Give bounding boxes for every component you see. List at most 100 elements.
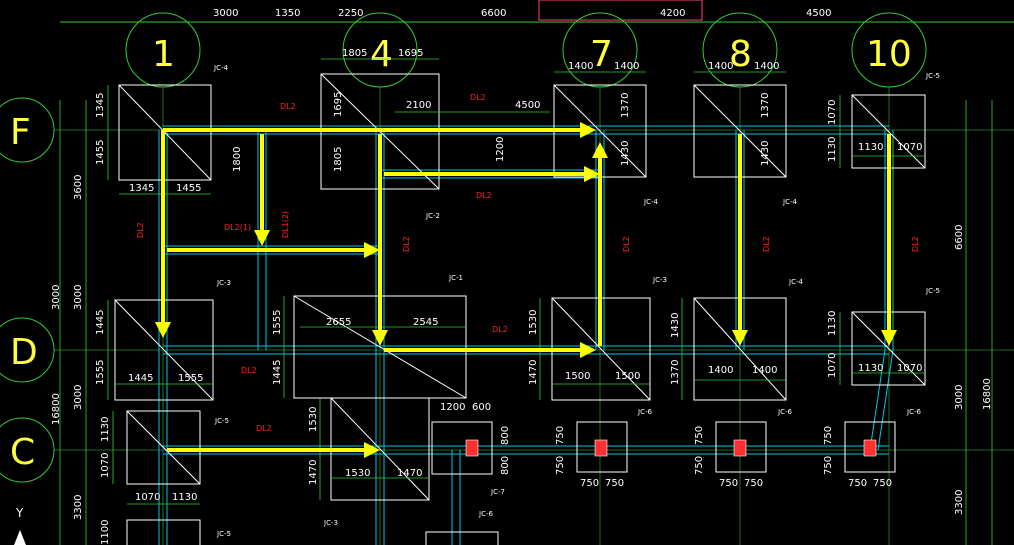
dl-tag: DL2 [280, 102, 296, 111]
dl-tag: DL1(2) [281, 211, 290, 238]
vdim: 1130 [827, 137, 838, 162]
vdim: 800 [500, 456, 511, 475]
axis-labels: 1 4 7 8 10 F D C [10, 34, 912, 473]
ucs-y-label: Y [15, 506, 24, 520]
pad-dim: 1130 [858, 142, 883, 153]
vdim: 1370 [760, 93, 771, 118]
top-dimension-lines [60, 0, 1014, 23]
pad-dim: 4500 [515, 100, 540, 111]
axis-label-7: 7 [590, 34, 613, 75]
vdim: 3300 [73, 495, 84, 520]
load-path-arrows [155, 122, 897, 458]
vdim: 1200 [495, 137, 506, 162]
pad-dim: 1500 [615, 371, 640, 382]
vdim: 1555 [272, 310, 283, 335]
vertical-dimensions: 1345 1455 3600 3000 1445 1555 3000 16800… [51, 92, 993, 545]
pad-dim: 2545 [413, 317, 438, 328]
vdim: 1445 [95, 310, 106, 335]
pad-dim: 750 [605, 478, 624, 489]
dl-tag: DL2 [476, 191, 492, 200]
pad-dim: 1695 [398, 48, 423, 59]
axis-label-1: 1 [152, 34, 175, 75]
dl-tag: DL2 [622, 236, 631, 252]
pad-dim: 600 [472, 402, 491, 413]
dl-tag: DL2 [241, 366, 257, 375]
pad-dim: 1345 [129, 183, 154, 194]
vdim: 3000 [73, 285, 84, 310]
pad-dim: 750 [873, 478, 892, 489]
vdim: 1530 [308, 407, 319, 432]
vdim: 1430 [760, 141, 771, 166]
vdim: 1070 [827, 353, 838, 378]
vdim: 6600 [954, 225, 965, 250]
vdim: 1130 [100, 417, 111, 442]
jc-tag: JC-5 [214, 417, 229, 425]
pad-dim: 1400 [752, 365, 777, 376]
vdim: 1370 [620, 93, 631, 118]
jc-tag: JC-6 [777, 408, 792, 416]
top-dim-2: 1350 [275, 8, 300, 19]
vdim: 750 [555, 426, 566, 445]
pad-dim: 1400 [754, 61, 779, 72]
vdim: 3000 [73, 385, 84, 410]
dl-tag: DL2 [136, 222, 145, 238]
vdim: 1445 [272, 360, 283, 385]
pad-dim: 1400 [568, 61, 593, 72]
jc-tag: JC-4 [643, 198, 658, 206]
axis-label-D: D [10, 332, 38, 373]
vdim: 1100 [100, 520, 111, 545]
pad-dim: 2655 [326, 317, 351, 328]
vdim: 1430 [670, 313, 681, 338]
pad-dim: 750 [848, 478, 867, 489]
jc-tag: JC-3 [323, 519, 338, 527]
vdim: 750 [555, 456, 566, 475]
jc-tag: JC-3 [652, 276, 667, 284]
ucs-icon: Y [14, 506, 26, 545]
pad-dim: 1805 [342, 48, 367, 59]
beams [158, 125, 894, 545]
dl-tag: DL2(1) [224, 223, 251, 232]
beam-tags: DL2 DL2 DL2 DL2(1) DL2 DL2 DL2 DL2 DL1(2… [136, 93, 920, 433]
jc-tag: JC-4 [213, 64, 228, 72]
pad-dimensions: 1345 1455 1805 1695 1400 1400 1400 1400 … [128, 48, 922, 503]
jc-tag: JC-3 [216, 279, 231, 287]
vdim: 3000 [954, 385, 965, 410]
foundation-pads [114, 73, 926, 545]
pad-dim: 1070 [135, 492, 160, 503]
top-dim-5: 4200 [660, 8, 685, 19]
vdim: 750 [823, 426, 834, 445]
jc-tag: JC-5 [925, 72, 940, 80]
dl-tag: DL2 [911, 236, 920, 252]
dl-tag: DL2 [470, 93, 486, 102]
vdim: 1530 [528, 310, 539, 335]
top-dim-6: 4500 [806, 8, 831, 19]
jc-tag: JC-2 [425, 212, 440, 220]
vdim: 1455 [95, 140, 106, 165]
jc-tag: JC-4 [788, 278, 803, 286]
vdim: 3600 [73, 175, 84, 200]
vdim: 1070 [827, 100, 838, 125]
jc-tag: JC-7 [490, 488, 505, 496]
jc-tag: JC-5 [925, 287, 940, 295]
pad-dim: 1455 [176, 183, 201, 194]
pad-dim: 1530 [345, 468, 370, 479]
pad-dim: 1130 [858, 363, 883, 374]
pad-dim: 1400 [614, 61, 639, 72]
vdim: 3000 [51, 285, 62, 310]
vdim: 3300 [954, 490, 965, 515]
top-dim-3: 2250 [338, 8, 363, 19]
axis-label-4: 4 [370, 34, 393, 75]
pad-dim: 750 [744, 478, 763, 489]
axis-label-8: 8 [729, 34, 752, 75]
vdim: 750 [694, 456, 705, 475]
top-dim-4: 6600 [481, 8, 506, 19]
dl-tag: DL2 [762, 236, 771, 252]
foundation-tags: JC-4 JC-5 JC-2 JC-4 JC-4 JC-3 JC-1 JC-3 … [213, 64, 940, 538]
jc-tag: JC-6 [906, 408, 921, 416]
pad-dim: 1555 [178, 373, 203, 384]
vdim: 16800 [982, 378, 993, 410]
vdim: 1800 [232, 147, 243, 172]
axis-label-F: F [10, 112, 31, 153]
